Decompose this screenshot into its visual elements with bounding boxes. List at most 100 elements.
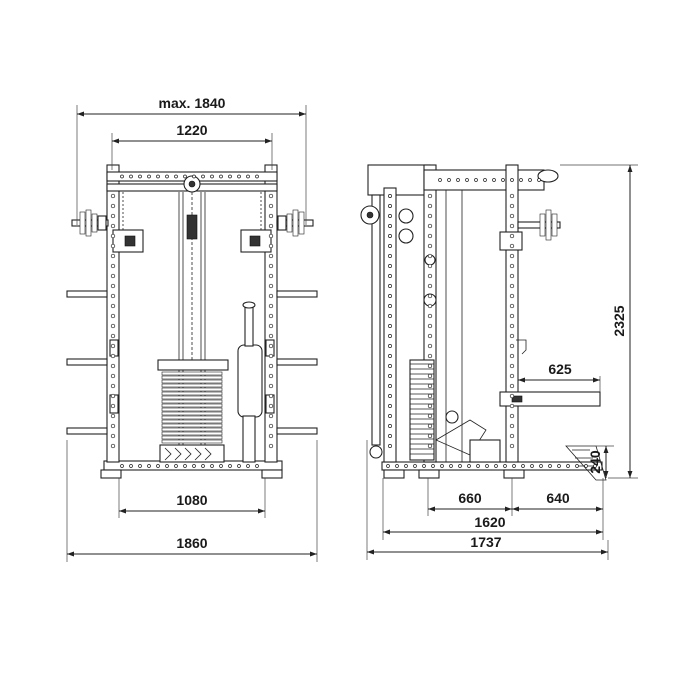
upright-hole (110, 373, 116, 379)
upright-hole (388, 214, 392, 218)
base-hole (539, 464, 543, 468)
beam-hole (519, 178, 523, 182)
base-hole (138, 464, 142, 468)
side-upright-holes (386, 178, 597, 468)
base-hole (386, 464, 390, 468)
upright-hole (427, 313, 433, 319)
stack-plate (161, 407, 223, 412)
front-right-horn-3 (276, 427, 318, 435)
front-view-drawing (66, 164, 318, 479)
upright-hole (110, 443, 116, 449)
upright-hole (509, 213, 515, 219)
beam-hole (483, 178, 487, 182)
base-hole (395, 464, 399, 468)
upright-hole (388, 274, 392, 278)
side-lever-base (469, 439, 501, 463)
upright-hole (268, 343, 274, 349)
upright-hole (110, 433, 116, 439)
upright-hole (388, 204, 392, 208)
upright-hole (110, 213, 116, 219)
base-hole (512, 464, 516, 468)
stack-plate (161, 375, 223, 380)
side-lever-plate (435, 419, 487, 456)
dim-label-arm-length: 625 (548, 361, 572, 377)
upright-hole (268, 393, 274, 399)
upright-hole (388, 244, 392, 248)
beam-hole (147, 174, 151, 179)
upright-hole (268, 243, 274, 249)
beam-hole (474, 178, 478, 182)
beam-hole (237, 174, 241, 179)
upright-hole (427, 243, 433, 249)
upright-hole (110, 253, 116, 259)
upright-hole (509, 343, 515, 349)
upright-hole (268, 273, 274, 279)
upright-hole (427, 383, 433, 389)
base-hole (255, 464, 259, 468)
beam-hole (438, 178, 442, 182)
stack-plate (161, 415, 223, 420)
upright-hole (427, 193, 433, 199)
beam-hole (165, 174, 169, 179)
upright-hole (509, 413, 515, 419)
front-bar-holder-post (244, 305, 254, 347)
base-hole (440, 464, 444, 468)
dim-label-base-width: 1080 (176, 492, 207, 508)
upright-hole (110, 313, 116, 319)
upright-hole (388, 394, 392, 398)
upright-hole (509, 363, 515, 369)
dim-label-max-width: max. 1840 (159, 95, 226, 111)
stack-plate (161, 383, 223, 388)
base-hole (228, 464, 232, 468)
front-right-carriage-pin (249, 235, 261, 247)
upright-hole (268, 373, 274, 379)
upright-hole (427, 213, 433, 219)
upright-hole (509, 293, 515, 299)
upright-hole (427, 363, 433, 369)
side-step (565, 445, 607, 481)
upright-hole (110, 293, 116, 299)
dim-label-top-width: 1220 (176, 122, 207, 138)
base-hole (147, 464, 151, 468)
front-left-horn-2 (66, 358, 108, 366)
beam-hole (492, 178, 496, 182)
front-right-horn-1 (276, 290, 318, 298)
beam-hole (138, 174, 142, 179)
beam-hole (465, 178, 469, 182)
upright-hole (268, 423, 274, 429)
upright-hole (509, 283, 515, 289)
upright-hole (110, 243, 116, 249)
upright-hole (509, 383, 515, 389)
upright-hole (268, 263, 274, 269)
upright-hole (110, 423, 116, 429)
upright-hole (509, 263, 515, 269)
beam-hole (228, 174, 232, 179)
beam-hole (174, 174, 178, 179)
upright-hole (427, 293, 433, 299)
front-left-jhook (109, 339, 119, 357)
upright-hole (268, 213, 274, 219)
beam-hole (156, 174, 160, 179)
upright-hole (110, 283, 116, 289)
upright-hole (427, 333, 433, 339)
side-low-pulley (369, 445, 383, 459)
beam-hole (456, 178, 460, 182)
base-hole (404, 464, 408, 468)
upright-hole (427, 423, 433, 429)
upright-hole (509, 233, 515, 239)
upright-hole (388, 384, 392, 388)
upright-hole (509, 243, 515, 249)
upright-hole (268, 333, 274, 339)
base-hole (467, 464, 471, 468)
upright-hole (110, 273, 116, 279)
stack-plate (161, 411, 223, 416)
beam-hole (219, 174, 223, 179)
upright-hole (110, 303, 116, 309)
base-hole (237, 464, 241, 468)
base-hole (593, 464, 597, 468)
upright-hole (110, 383, 116, 389)
upright-hole (509, 203, 515, 209)
upright-hole (388, 444, 392, 448)
beam-hole (537, 178, 541, 182)
upright-hole (427, 263, 433, 269)
